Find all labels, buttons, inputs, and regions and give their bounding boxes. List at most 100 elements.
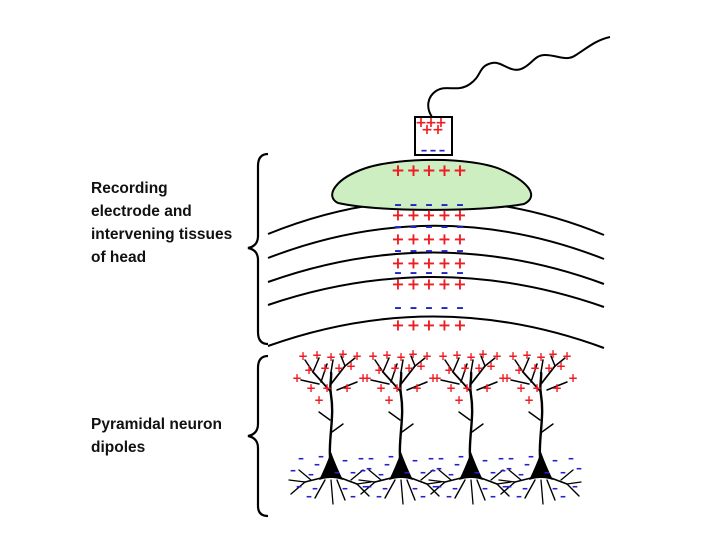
- negative-charge: –: [572, 479, 578, 493]
- negative-charge: –: [410, 298, 418, 316]
- negative-charge: –: [518, 467, 524, 481]
- positive-charge: +: [392, 381, 402, 395]
- pyramidal-neuron: +++++++++++++++––––––––––––––––: [498, 347, 582, 505]
- negative-charge: –: [306, 489, 312, 503]
- positive-charge: +: [407, 275, 420, 294]
- negative-charge: –: [448, 467, 454, 481]
- negative-charge: –: [425, 195, 433, 213]
- positive-charge: +: [352, 349, 362, 363]
- negative-charge: –: [394, 217, 402, 235]
- positive-charge: +: [422, 275, 435, 294]
- negative-charge: –: [544, 465, 550, 479]
- positive-charge: +: [298, 349, 308, 363]
- negative-charge: –: [454, 457, 460, 471]
- positive-charge: +: [391, 316, 404, 335]
- pyramidal-neuron: +++++++++++++++––––––––––––––––: [428, 347, 512, 505]
- negative-charge: –: [498, 451, 504, 465]
- negative-charge: –: [425, 263, 433, 281]
- electrode-wire: [427, 36, 611, 118]
- positive-charge: +: [454, 393, 464, 407]
- tissue-layer-3: [267, 251, 605, 285]
- positive-charge: +: [314, 393, 324, 407]
- positive-charge: +: [384, 393, 394, 407]
- negative-charge: –: [576, 461, 582, 475]
- tissue-layer-5: [267, 315, 605, 349]
- negative-charge: –: [441, 298, 449, 316]
- positive-charge: +: [368, 349, 378, 363]
- negative-charge: –: [446, 489, 452, 503]
- positive-charge: +: [530, 361, 540, 375]
- negative-charge: –: [394, 241, 402, 259]
- positive-charge: +: [524, 393, 534, 407]
- electrode-gel: [331, 158, 533, 211]
- negative-charge: –: [334, 465, 340, 479]
- positive-charge: +: [438, 230, 451, 249]
- positive-charge: +: [407, 230, 420, 249]
- positive-charge: +: [548, 347, 558, 361]
- negative-charge: –: [516, 489, 522, 503]
- negative-charge: –: [410, 217, 418, 235]
- positive-charge: +: [412, 381, 422, 395]
- negative-charge: –: [436, 479, 442, 493]
- negative-charge: –: [378, 467, 384, 481]
- negative-charge: –: [362, 479, 368, 493]
- positive-charge: +: [466, 350, 476, 364]
- negative-charge: –: [506, 479, 512, 493]
- positive-charge: +: [552, 381, 562, 395]
- negative-charge: –: [441, 263, 449, 281]
- positive-charge: +: [462, 381, 472, 395]
- negative-charge: –: [318, 449, 324, 463]
- positive-charge: +: [362, 371, 372, 385]
- negative-charge: –: [350, 465, 356, 479]
- negative-charge: –: [432, 479, 438, 493]
- positive-charge: +: [422, 161, 436, 181]
- negative-charge: –: [412, 453, 418, 467]
- positive-charge: +: [453, 254, 466, 273]
- positive-charge: +: [474, 361, 484, 375]
- negative-charge: –: [382, 481, 388, 495]
- negative-charge: –: [500, 463, 506, 477]
- negative-charge: –: [490, 489, 496, 503]
- positive-charge: +: [516, 381, 526, 395]
- negative-charge: –: [568, 451, 574, 465]
- positive-charge: +: [437, 161, 451, 181]
- positive-charge: +: [544, 361, 554, 375]
- positive-charge: +: [562, 349, 572, 363]
- positive-charge: +: [391, 161, 405, 181]
- positive-charge: +: [390, 361, 400, 375]
- negative-charge: –: [308, 467, 314, 481]
- positive-charge: +: [338, 347, 348, 361]
- positive-charge: +: [438, 206, 451, 225]
- negative-charge: –: [366, 461, 372, 475]
- negative-charge: –: [528, 449, 534, 463]
- positive-charge: +: [498, 371, 508, 385]
- label-electrode-and-tissues: Recording electrode and intervening tiss…: [91, 180, 233, 266]
- negative-charge: –: [298, 451, 304, 465]
- positive-charge: +: [374, 363, 384, 377]
- negative-charge: –: [508, 451, 514, 465]
- negative-charge: –: [421, 144, 428, 159]
- negative-charge: –: [438, 451, 444, 465]
- positive-charge: +: [346, 359, 356, 373]
- brace-tissues: [247, 152, 269, 346]
- positive-charge: +: [453, 316, 466, 335]
- positive-charge: +: [396, 350, 406, 364]
- positive-charge: +: [407, 316, 420, 335]
- negative-charge: –: [410, 263, 418, 281]
- positive-charge: +: [422, 206, 435, 225]
- positive-charge: +: [421, 122, 433, 138]
- negative-charge: –: [358, 451, 364, 465]
- negative-charge: –: [394, 195, 402, 213]
- positive-charge: +: [312, 348, 322, 362]
- positive-charge: +: [320, 361, 330, 375]
- negative-charge: –: [376, 489, 382, 503]
- positive-charge: +: [404, 361, 414, 375]
- negative-charge: –: [412, 481, 418, 495]
- positive-charge: +: [407, 206, 420, 225]
- negative-charge: –: [560, 465, 566, 479]
- positive-charge: +: [482, 381, 492, 395]
- charge-marks: +++++–––+++++–––––++++++++++++++++++++++…: [391, 115, 467, 335]
- negative-charge: –: [388, 449, 394, 463]
